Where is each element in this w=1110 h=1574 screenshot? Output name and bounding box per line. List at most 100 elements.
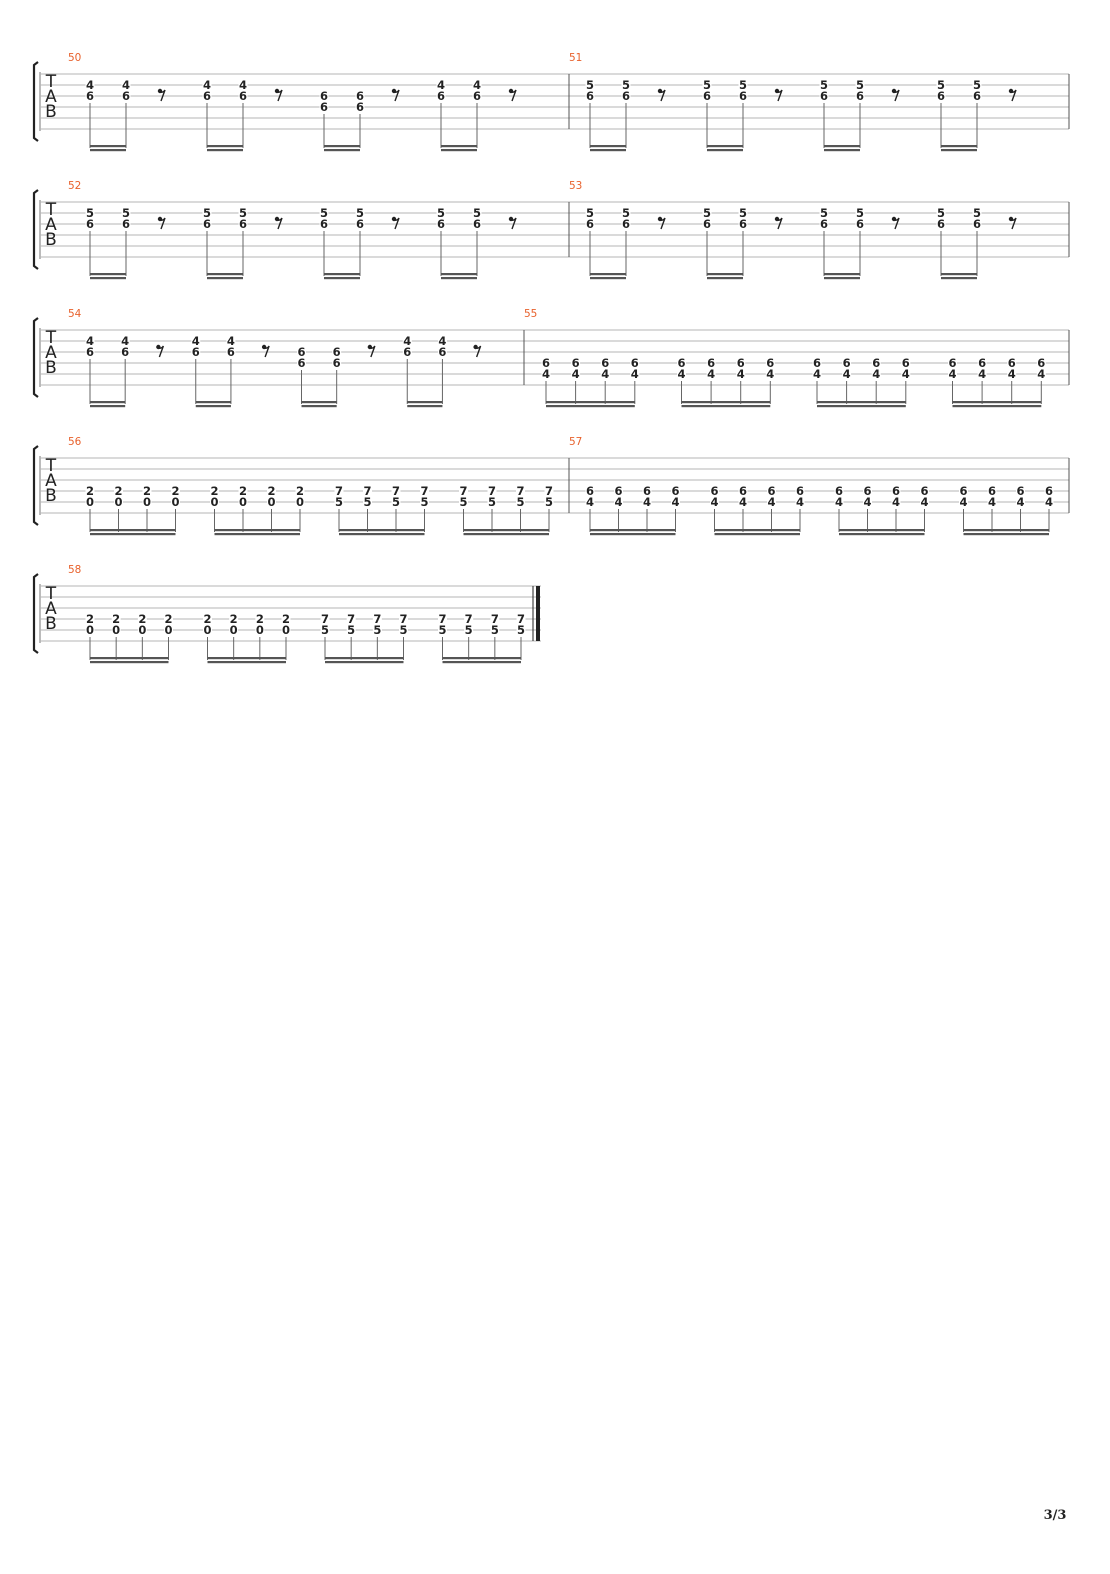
fret-background (111, 613, 121, 625)
fret-background (855, 90, 865, 102)
fret-number: 6 (239, 217, 247, 231)
fret-background (541, 357, 551, 369)
fret-background (1036, 357, 1046, 369)
fret-background (855, 79, 865, 91)
fret-number: 4 (843, 367, 851, 381)
fret-background (399, 624, 408, 636)
fret-background (114, 496, 123, 508)
fret-number: 2 (114, 484, 122, 498)
tab-clef-letter: B (45, 358, 57, 378)
fret-number: 6 (572, 356, 580, 370)
fret-background (164, 613, 173, 625)
fret-number: 5 (438, 623, 446, 637)
fret-background (229, 624, 239, 636)
measure-number: 57 (569, 436, 582, 448)
fret-number: 5 (545, 495, 553, 509)
fret-number: 2 (86, 484, 94, 498)
fret-number: 4 (710, 495, 718, 509)
beam (325, 661, 404, 664)
fret-background (255, 613, 265, 625)
fret-number: 6 (988, 484, 996, 498)
fret-background (121, 207, 131, 219)
fret-background (516, 485, 525, 497)
fret-background (738, 79, 748, 91)
fret-background (171, 496, 180, 508)
beam (463, 533, 549, 536)
fret-background (671, 485, 680, 497)
fret-number: 7 (373, 612, 381, 626)
fret-background (238, 496, 248, 508)
beam (952, 401, 1042, 404)
beam (941, 149, 977, 152)
fret-background (585, 485, 595, 497)
fret-number: 6 (707, 356, 715, 370)
fret-background (977, 368, 987, 380)
fret-background (585, 90, 595, 102)
fret-number: 2 (210, 484, 218, 498)
tab-clef-letter: T (45, 200, 57, 220)
beam (590, 529, 676, 532)
fret-background (297, 357, 306, 369)
fret-background (702, 90, 712, 102)
fret-number: 4 (902, 367, 910, 381)
fret-background (855, 218, 865, 230)
fret-number: 5 (703, 206, 711, 220)
fret-background (281, 624, 291, 636)
tab-clef-letter: A (45, 471, 57, 491)
fret-number: 6 (710, 484, 718, 498)
fret-number: 4 (737, 367, 745, 381)
fret-number: 5 (459, 495, 467, 509)
fret-background (372, 613, 382, 625)
fret-number: 5 (420, 495, 428, 509)
fret-number: 4 (572, 367, 580, 381)
beam (590, 149, 626, 152)
fret-number: 2 (282, 612, 290, 626)
fret-background (391, 496, 401, 508)
fret-number: 6 (835, 484, 843, 498)
fret-number: 6 (1008, 356, 1016, 370)
fret-background (642, 496, 652, 508)
fret-number: 7 (438, 612, 446, 626)
beam (714, 533, 800, 536)
fret-background (229, 613, 239, 625)
fret-number: 5 (363, 495, 371, 509)
fret-background (948, 357, 957, 369)
fret-background (702, 79, 712, 91)
fret-background (332, 357, 342, 369)
fret-number: 2 (203, 612, 211, 626)
fret-number: 4 (437, 78, 445, 92)
fret-background (85, 335, 95, 347)
fret-number: 6 (403, 345, 411, 359)
fret-number: 5 (703, 78, 711, 92)
system-bracket (32, 189, 39, 270)
fret-number: 6 (703, 89, 711, 103)
fret-background (295, 485, 305, 497)
system-bracket (32, 445, 39, 526)
eighth-rest-flag (276, 89, 283, 102)
fret-background (834, 485, 844, 497)
fret-number: 4 (813, 367, 821, 381)
tab-clef-letter: T (45, 584, 57, 604)
fret-number: 4 (872, 367, 880, 381)
fret-number: 4 (677, 367, 685, 381)
fret-background (490, 613, 500, 625)
fret-background (320, 613, 330, 625)
fret-background (191, 335, 201, 347)
fret-background (819, 207, 829, 219)
fret-background (936, 207, 946, 219)
fret-number: 6 (671, 484, 679, 498)
fret-number: 5 (356, 206, 364, 220)
fret-number: 5 (347, 623, 355, 637)
fret-number: 6 (586, 217, 594, 231)
fret-number: 6 (297, 356, 305, 370)
fret-background (238, 207, 248, 219)
fret-background (600, 368, 610, 380)
